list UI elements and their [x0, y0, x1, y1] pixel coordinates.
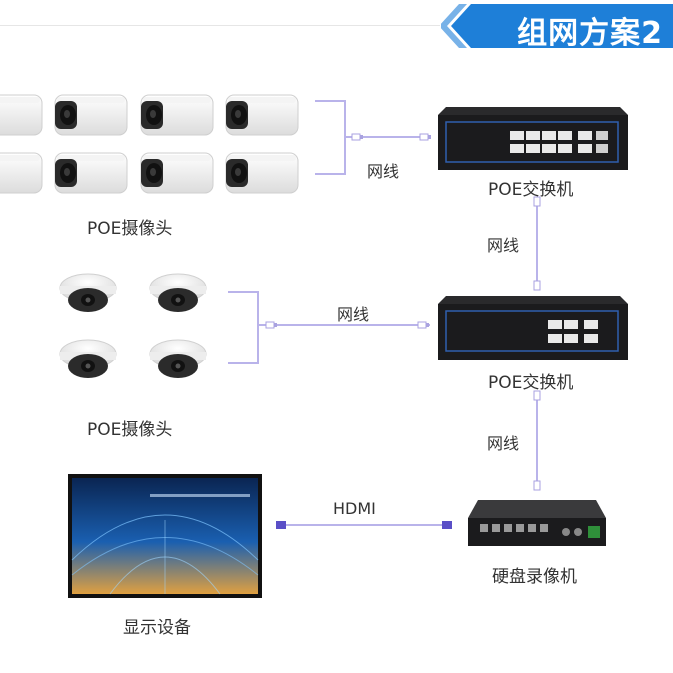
- display-label: 显示设备: [123, 618, 191, 638]
- bullet-camera-8: [225, 152, 299, 194]
- switch-top-label: POE交换机: [488, 180, 574, 200]
- dome-cameras-label: POE摄像头: [87, 420, 173, 440]
- bullet-camera-7: [140, 152, 214, 194]
- title-banner: [441, 4, 673, 48]
- dome-camera-group: [59, 273, 207, 379]
- poe-switch-top: [438, 107, 628, 170]
- bullet-camera-4: [225, 94, 299, 136]
- bullet-camera-group: [0, 94, 299, 194]
- bullet-camera-2: [54, 94, 128, 136]
- dome-camera-1: [59, 273, 117, 313]
- bullet-camera-3: [140, 94, 214, 136]
- bullet-cameras-label: POE摄像头: [87, 219, 173, 239]
- link-label-domes: 网线: [337, 305, 370, 324]
- link-label-bullets: 网线: [367, 162, 400, 181]
- display-monitor: [68, 474, 262, 598]
- link-domes-to-switch: [228, 291, 430, 364]
- dome-camera-2: [149, 273, 207, 313]
- dome-camera-3: [59, 339, 117, 379]
- bullet-camera-1: [0, 94, 43, 136]
- bullet-camera-6: [54, 152, 128, 194]
- nvr-label: 硬盘录像机: [492, 567, 577, 587]
- switch-mid-label: POE交换机: [488, 373, 574, 393]
- bullet-camera-5: [0, 152, 43, 194]
- dome-camera-4: [149, 339, 207, 379]
- nvr-recorder: [468, 500, 606, 546]
- link-label-switch-switch: 网线: [487, 236, 520, 255]
- banner-title: 组网方案2: [517, 16, 663, 51]
- link-label-hdmi: HDMI: [333, 499, 376, 518]
- banner-rule: [0, 25, 440, 26]
- poe-switch-mid: [438, 296, 628, 360]
- link-label-switch-nvr: 网线: [487, 434, 520, 453]
